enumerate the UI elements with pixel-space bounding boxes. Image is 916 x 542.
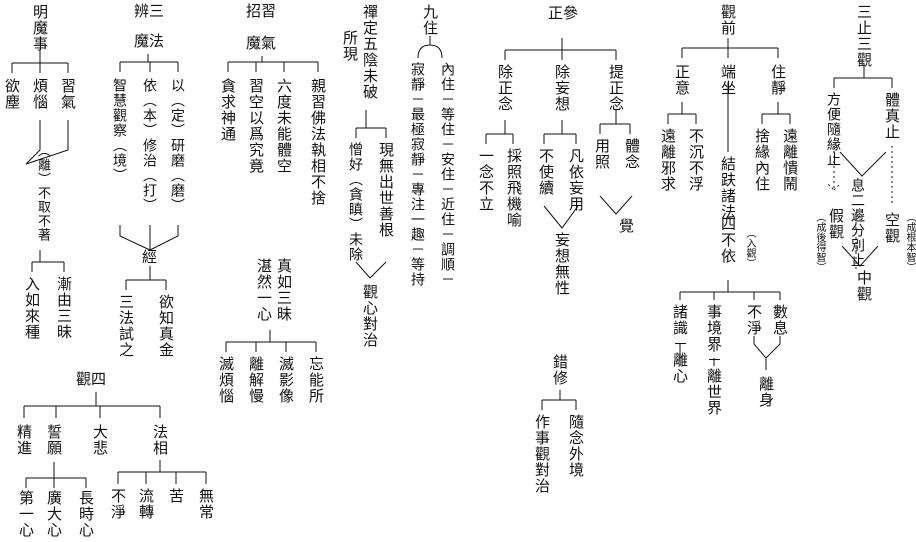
node-zuoshi-guan: 作事觀對治 <box>533 414 551 494</box>
node-sibuyi: 四不依 <box>719 216 737 264</box>
node-bian-san: 辨三 <box>134 2 165 20</box>
node-li-jieman: 離解慢 <box>247 356 265 404</box>
node-zhihui-guancha: 智慧觀察（境） <box>111 78 127 183</box>
node-chenggen-note: （成根本智） <box>904 212 915 272</box>
node-yiding-yanmo: 以（定）研磨（磨） <box>169 78 185 213</box>
node-jing: 經 <box>142 248 158 266</box>
node-bujing-2: 不淨 <box>109 488 127 520</box>
node-ti-zhengnian: 提正念 <box>607 64 625 112</box>
node-zhujing: 住靜 <box>769 64 787 96</box>
node-guansi: 觀四 <box>76 370 107 388</box>
node-neizhu-chain: 內住－等住－安住－近住－調順－ <box>439 62 455 287</box>
node-yuanli-xieqiu: 遠離邪求 <box>659 128 677 192</box>
node-shiyuan: 誓願 <box>45 424 63 456</box>
node-guanxin-duizhi: 觀心對治 <box>361 284 379 348</box>
node-buchen-bufu: 不沉不浮 <box>687 128 705 192</box>
node-jiuzhu-root: 九住 <box>421 4 439 36</box>
node-guangdaxin: 廣大心 <box>45 490 63 538</box>
node-wang-nengsuo: 忘能所 <box>307 356 325 404</box>
node-zhengcan: 正參 <box>548 4 579 22</box>
node-zenghao: 憎好（貪瞋）未除 <box>347 142 363 262</box>
node-fangbian-suiyuan: 方便隨緣止 <box>825 92 841 167</box>
node-sanzhi-root: 三止三觀 <box>855 4 873 68</box>
node-kongguan: 空觀 <box>883 212 901 244</box>
node-yongzhao: 用照 <box>593 138 611 170</box>
node-changshixin: 長時心 <box>77 490 95 538</box>
node-yiben-xiuzhi: 依（本）修治（打） <box>141 78 157 213</box>
node-sheyuan-neizhu: 捨緣內住 <box>753 128 771 192</box>
node-sanfa-shizhi: 三法試之 <box>117 294 135 358</box>
node-qinxi-fofa: 親習佛法執相不捨 <box>309 78 327 206</box>
node-liuzhuan: 流轉 <box>137 488 155 520</box>
node-xikong: 習空以爲究竟 <box>247 78 265 174</box>
node-faxiang: 法相 <box>151 424 169 456</box>
node-tizhen-zhi: 體真止 <box>883 92 901 140</box>
node-suoxian: 所現 <box>341 30 359 62</box>
node-chenghou-note: （成後得智） <box>814 212 825 272</box>
node-zhenru-sanmei: 真如三昧 <box>275 258 293 322</box>
node-shijingjie: 事境界－離世界 <box>705 304 723 416</box>
node-cuoxiu: 錯修 <box>551 354 569 386</box>
node-shuxi: 數息 <box>771 304 789 336</box>
node-zhongguan: 中觀 <box>855 270 873 302</box>
node-fanyi-wangyong: 凡依妄用 <box>567 148 585 212</box>
node-tinian: 體念 <box>623 138 641 170</box>
node-dabei: 大悲 <box>91 424 109 456</box>
node-xianwu-chushi: 現無出世善根 <box>377 142 395 238</box>
node-zhanran-yixin: 湛然一心 <box>255 258 273 322</box>
node-moqi: 魔氣 <box>246 34 277 52</box>
node-buqu-buzhu: （離）不取不著 <box>35 144 50 242</box>
node-diyixin: 第一心 <box>17 490 35 538</box>
node-yuchen: 欲塵 <box>3 78 21 110</box>
node-xiqi: 習氣 <box>59 78 77 110</box>
node-ku: 苦 <box>167 488 185 504</box>
node-jiaguan: 假觀 <box>827 208 845 240</box>
node-mofa: 魔法 <box>134 32 165 50</box>
node-zhaoxi: 招習 <box>246 2 277 20</box>
node-lishen: 離身 <box>757 376 775 408</box>
node-jijing-chain: 寂靜－最極寂靜－專注一趣－等持 <box>409 62 425 287</box>
node-yinian-buli: 一念不立 <box>477 148 495 212</box>
node-jue: 覺 <box>617 218 635 234</box>
node-wuchang: 無常 <box>197 488 215 520</box>
node-jiefu-zhufa: 結趺諸法 <box>719 156 737 220</box>
node-zhushi-lixin: 諸識－離心 <box>671 304 689 384</box>
node-bushixu: 不使續 <box>537 148 555 196</box>
node-chanding-root: 禪定五陰未破 <box>361 4 379 100</box>
node-wangxiang-wuxing: 妄想無性 <box>553 232 571 296</box>
node-mie-fannao: 滅煩惱 <box>217 356 235 404</box>
node-guanqian: 觀前 <box>719 4 737 36</box>
node-bujing: 不淨 <box>745 304 763 336</box>
node-liudu: 六度未能體空 <box>275 78 293 174</box>
node-mie-yingxiang: 滅影像 <box>277 356 295 404</box>
node-fannao: 煩惱 <box>31 78 49 110</box>
node-duanzuo: 端坐 <box>719 64 737 96</box>
node-zhengyi: 正意 <box>673 64 691 96</box>
node-mingmoshi-root: 明魔事 <box>31 4 49 52</box>
node-ruguan-note: （入觀） <box>744 228 755 268</box>
node-suinian-waijing: 隨念外境 <box>567 414 585 478</box>
node-xi-erbian: 息二邊分別止 <box>849 178 865 268</box>
node-jingjin: 精進 <box>15 424 33 456</box>
node-jianyou-sanmei: 漸由三昧 <box>55 276 73 340</box>
node-tanqiu-shentong: 貪求神通 <box>219 78 237 142</box>
node-chu-wangxiang: 除妄想 <box>553 64 571 112</box>
node-yuanli-kuinao: 遠離憒鬧 <box>781 128 799 192</box>
node-chu-zhengnian: 除正念 <box>496 64 514 112</box>
node-caizhao-feiji: 採照飛機喻 <box>505 148 523 228</box>
node-yuzhi-zhenjin: 欲知真金 <box>157 294 175 358</box>
node-ru-rulaizhong: 入如來種 <box>23 276 41 340</box>
